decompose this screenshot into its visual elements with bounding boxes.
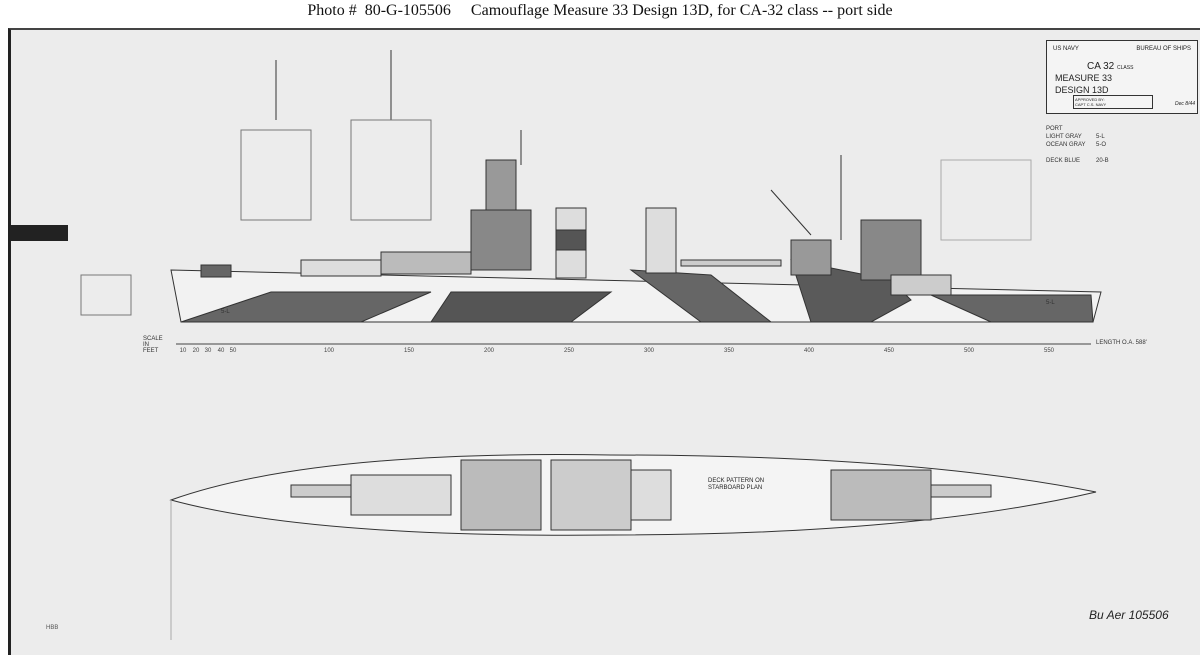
scale-tick: 40 <box>217 348 225 354</box>
color-code: 5-O <box>1096 142 1107 148</box>
deck-note-line: STARBOARD PLAN <box>708 485 763 491</box>
date: Dec 8/44 <box>1174 101 1195 107</box>
side-label: PORT <box>1046 126 1063 132</box>
scale-tick: 150 <box>403 348 415 354</box>
camo-patch <box>180 291 432 323</box>
scale-tick: 500 <box>963 348 975 354</box>
class-word: CLASS <box>1117 65 1134 71</box>
approval-stamp: APPROVED BY:CAPT C.S. NAVY <box>1073 95 1153 109</box>
scale-tick: 400 <box>803 348 815 354</box>
length-label: LENGTH O.A. 588' <box>1096 340 1147 346</box>
camo-patch <box>430 291 613 323</box>
deck-note-line: DECK PATTERN ON <box>708 478 765 484</box>
scale-tick: 250 <box>563 348 575 354</box>
scale-tick: 20 <box>192 348 200 354</box>
ship-drawing <box>11 50 1102 640</box>
scale-tick: 200 <box>483 348 495 354</box>
scale-tick: 450 <box>883 348 895 354</box>
deck-note: DECK PATTERN ON STARBOARD PLAN <box>708 478 764 492</box>
photo-caption: Photo # 80-G-105506 Camouflage Measure 3… <box>307 2 893 19</box>
scale-tick: 350 <box>723 348 735 354</box>
approver: CAPT C.S. NAVY <box>1075 102 1107 107</box>
clip-mark <box>11 225 68 241</box>
initials: HBB <box>46 625 59 631</box>
design: DESIGN 13D <box>1055 85 1109 95</box>
plan-view <box>169 454 1097 640</box>
ship-class: CA 32 CLASS <box>1087 61 1133 72</box>
profile-view <box>80 50 1102 323</box>
scale-label: SCALE IN FEET <box>143 336 163 354</box>
color-row: DECK BLUE 20-B <box>1046 157 1109 165</box>
color-row: OCEAN GRAY 5-O <box>1046 141 1109 149</box>
org-right: BUREAU OF SHIPS <box>1136 46 1191 52</box>
color-code: 20-B <box>1096 158 1109 164</box>
scale-tick: 550 <box>1043 348 1055 354</box>
paint-label: 5-L <box>221 309 230 315</box>
ship-class-value: CA 32 <box>1087 61 1115 72</box>
camo-patch <box>930 294 1094 323</box>
color-name: OCEAN GRAY <box>1046 142 1086 148</box>
scale-tick: 100 <box>323 348 335 354</box>
color-name: LIGHT GRAY <box>1046 134 1082 140</box>
color-row: LIGHT GRAY 5-L <box>1046 133 1109 141</box>
scale-tick: 30 <box>204 348 212 354</box>
scale-tick: 300 <box>643 348 655 354</box>
color-legend: PORT LIGHT GRAY 5-L OCEAN GRAY 5-O DECK BL… <box>1046 125 1109 165</box>
color-name: DECK BLUE <box>1046 158 1081 164</box>
camo-patch <box>629 269 773 323</box>
color-code: 5-L <box>1096 134 1105 140</box>
paint-label: 5-L <box>1046 300 1055 306</box>
file-mark: Bu Aer 105506 <box>1089 608 1169 622</box>
org-left: US NAVY <box>1053 46 1079 52</box>
title-block: US NAVY BUREAU OF SHIPS CA 32 CLASS MEAS… <box>1046 40 1198 114</box>
scale-tick: 50 <box>229 348 237 354</box>
measure: MEASURE 33 <box>1055 73 1113 83</box>
scale-tick: 10 <box>179 348 187 354</box>
drawing-sheet: US NAVY BUREAU OF SHIPS CA 32 CLASS MEAS… <box>8 28 1200 655</box>
approved-label: APPROVED BY: <box>1075 97 1105 102</box>
